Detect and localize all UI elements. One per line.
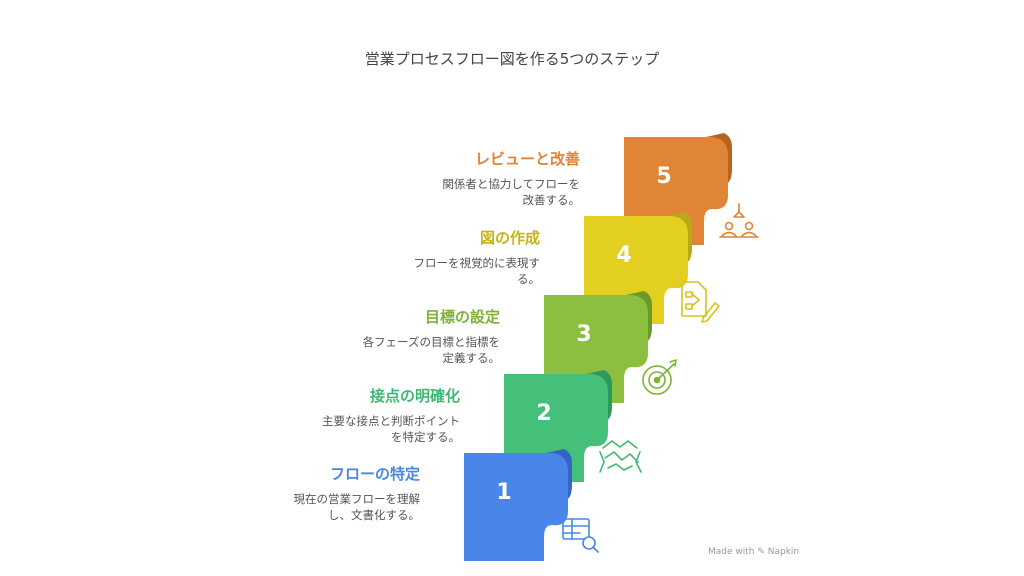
step-1-description: 現在の営業フローを理解 し、文書化する。: [293, 492, 421, 522]
table-search-icon: [562, 518, 599, 553]
document-pencil-icon: [681, 281, 720, 323]
step-1-ribbon: 1: [464, 449, 572, 561]
step-3-description: 各フェーズの目標と指標を 定義する。: [362, 335, 500, 365]
step-3-number: 3: [576, 322, 591, 347]
step-4-number: 4: [616, 243, 631, 268]
collaboration-icon: [719, 203, 759, 238]
made-with-napkin-label: Made with ✎ Napkin: [708, 547, 800, 557]
step-5-number: 5: [656, 164, 671, 189]
step-4-title: 図の作成: [479, 229, 540, 247]
step-1-block: [464, 453, 568, 561]
step-5-title: レビューと改善: [474, 150, 580, 168]
target-icon: [642, 359, 677, 395]
step-4-description: フローを視覚的に表現す る。: [413, 256, 541, 286]
handshake-icon: [599, 440, 642, 473]
step-2-description: 主要な接点と判断ポイント を特定する。: [322, 414, 460, 444]
step-2-title: 接点の明確化: [369, 387, 460, 405]
step-icons: [562, 203, 759, 553]
step-1-title: フローの特定: [329, 465, 420, 483]
step-5-description: 関係者と協力してフローを 改善する。: [442, 177, 580, 207]
step-3-title: 目標の設定: [424, 308, 500, 326]
diagram-title: 営業プロセスフロー図を作る5つのステップ: [364, 50, 660, 68]
step-2-number: 2: [536, 401, 551, 426]
step-1-number: 1: [496, 480, 511, 505]
